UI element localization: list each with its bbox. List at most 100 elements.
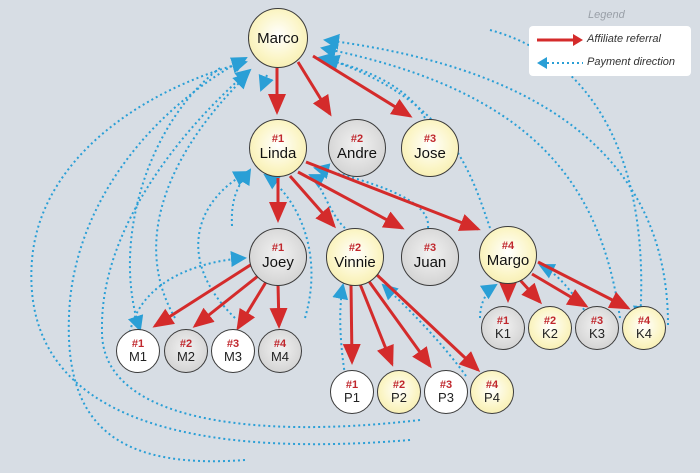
node-m3: #3 M3 — [211, 329, 255, 373]
node-name: K4 — [636, 325, 652, 341]
node-linda: #1 Linda — [249, 119, 307, 177]
node-p4: #4 P4 — [470, 370, 514, 414]
node-jose: #3 Jose — [401, 119, 459, 177]
payment-line — [67, 57, 248, 463]
node-rank: #3 — [423, 133, 437, 145]
referral-arrow — [531, 272, 589, 308]
payment-line — [100, 68, 421, 429]
node-name: Andre — [336, 145, 378, 162]
referral-arrow — [518, 278, 543, 305]
node-p3: #3 P3 — [424, 370, 468, 414]
payment-line — [30, 57, 411, 446]
payment-line — [155, 72, 250, 319]
node-k4: #4 K4 — [622, 306, 666, 350]
legend-payment-label: Payment direction — [587, 56, 676, 68]
payment-line — [332, 283, 349, 376]
node-juan: #3 Juan — [401, 228, 459, 286]
node-k2: #2 K2 — [528, 306, 572, 350]
referral-arrow — [366, 279, 432, 369]
node-p2: #2 P2 — [377, 370, 421, 414]
payment-line — [489, 29, 649, 322]
referral-arrow — [374, 272, 481, 373]
referral-arrow — [192, 274, 259, 328]
node-rank: #4 — [273, 337, 287, 350]
payment-line — [316, 52, 426, 119]
legend-row-payment: Payment direction — [529, 53, 691, 73]
blue-dotted-arrow-icon — [537, 57, 583, 69]
node-name: P2 — [391, 389, 407, 405]
node-rank: #1 — [271, 242, 285, 254]
node-name: M1 — [128, 348, 148, 364]
node-k3: #3 K3 — [575, 306, 619, 350]
node-rank: #1 — [345, 378, 359, 391]
referral-arrow — [296, 61, 332, 117]
node-m4: #4 M4 — [258, 329, 302, 373]
node-rank: #1 — [131, 337, 145, 350]
node-name: M2 — [176, 348, 196, 364]
node-rank: #2 — [392, 378, 406, 391]
legend-row-referral: Affiliate referral — [529, 30, 691, 50]
payment-line — [320, 42, 621, 319]
payment-line — [313, 163, 430, 229]
node-joey: #1 Joey — [249, 228, 307, 286]
node-name: P1 — [344, 389, 360, 405]
node-margo: #4 Margo — [479, 226, 537, 284]
node-name: Vinnie — [334, 254, 376, 271]
node-name: Linda — [259, 145, 297, 162]
red-arrow-icon — [537, 34, 583, 46]
referral-arrow — [288, 175, 336, 229]
node-name: Joey — [262, 254, 294, 271]
referral-arrow — [537, 260, 631, 310]
referral-arrow — [297, 170, 405, 230]
legend: Affiliate referral Payment direction — [529, 26, 691, 76]
node-rank: #3 — [439, 378, 453, 391]
payment-line — [323, 33, 669, 326]
node-name: Margo — [486, 252, 530, 269]
node-rank: #3 — [590, 314, 604, 327]
node-andre: #2 Andre — [328, 119, 386, 177]
payment-line — [258, 74, 274, 92]
payment-line — [308, 174, 346, 229]
node-rank: #1 — [496, 314, 510, 327]
node-rank: #2 — [350, 133, 364, 145]
node-k1: #1 K1 — [481, 306, 525, 350]
node-name: P3 — [438, 389, 454, 405]
referral-arrows — [152, 54, 631, 373]
node-rank: #2 — [543, 314, 557, 327]
payment-line — [230, 168, 252, 227]
referral-arrow — [358, 283, 394, 367]
node-rank: #3 — [423, 242, 437, 254]
node-name: M3 — [223, 348, 243, 364]
node-rank: #4 — [637, 314, 651, 327]
referral-arrow — [269, 283, 288, 329]
payment-line — [538, 264, 591, 319]
node-name: K1 — [495, 325, 511, 341]
node-m2: #2 M2 — [164, 329, 208, 373]
payment-line — [263, 173, 313, 319]
node-m1: #1 M1 — [116, 329, 160, 373]
referral-arrow — [152, 262, 253, 328]
payment-lines — [30, 29, 669, 463]
payment-line — [197, 171, 250, 319]
node-name: P4 — [484, 389, 500, 405]
node-rank: #2 — [348, 242, 362, 254]
node-vinnie: #2 Vinnie — [326, 228, 384, 286]
referral-arrow — [312, 54, 413, 118]
referral-arrow — [342, 283, 361, 365]
node-p1: #1 P1 — [330, 370, 374, 414]
payment-line — [129, 251, 247, 333]
node-name: Juan — [413, 254, 447, 271]
legend-title: Legend — [588, 9, 625, 21]
node-marco: Marco — [248, 8, 308, 68]
node-name: Jose — [414, 145, 446, 162]
node-rank: #1 — [271, 133, 285, 145]
payment-line — [381, 283, 467, 377]
node-rank: #4 — [501, 240, 515, 252]
node-rank: #4 — [485, 378, 499, 391]
node-name: Marco — [257, 29, 299, 47]
node-name: M4 — [270, 348, 290, 364]
referral-arrow — [305, 160, 481, 231]
node-name: K2 — [542, 325, 558, 341]
